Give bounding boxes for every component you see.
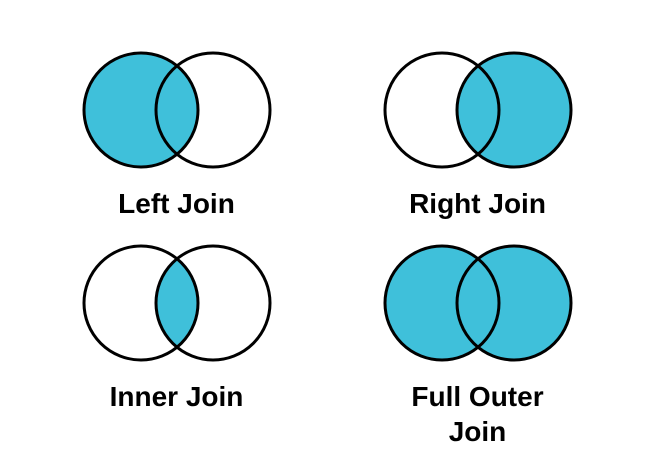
full-outer-join-label: Full Outer Join xyxy=(411,381,544,447)
right-circle-outline xyxy=(455,244,572,362)
left-circle-fill xyxy=(83,53,198,167)
right-circle-fill xyxy=(456,246,571,360)
inner-join-cell: Inner Join xyxy=(44,239,309,449)
inner-join-venn-diagram xyxy=(82,244,271,362)
left-circle-outline xyxy=(82,51,199,169)
left-join-label: Left Join xyxy=(118,188,235,219)
full-outer-join-cell: Full Outer Join xyxy=(345,239,610,449)
intersection-fill xyxy=(155,246,198,360)
right-join-cell: Right Join xyxy=(345,46,610,221)
right-circle-fill xyxy=(456,53,571,167)
right-circle-outline xyxy=(154,51,271,169)
right-circle-outline xyxy=(455,51,572,169)
right-circle-outline xyxy=(154,244,271,362)
left-join-venn-diagram xyxy=(82,51,271,169)
left-join-cell: Left Join xyxy=(44,46,309,221)
full-outer-join-venn-diagram xyxy=(383,244,572,362)
join-diagram-grid: Left Join Right Join Inner Join xyxy=(44,46,610,449)
left-circle-outline xyxy=(82,244,199,362)
left-circle-outline xyxy=(383,244,500,362)
inner-join-label: Inner Join xyxy=(109,381,244,412)
left-circle-outline xyxy=(383,51,500,169)
right-join-venn-diagram xyxy=(383,51,572,169)
right-join-label: Right Join xyxy=(409,188,546,219)
